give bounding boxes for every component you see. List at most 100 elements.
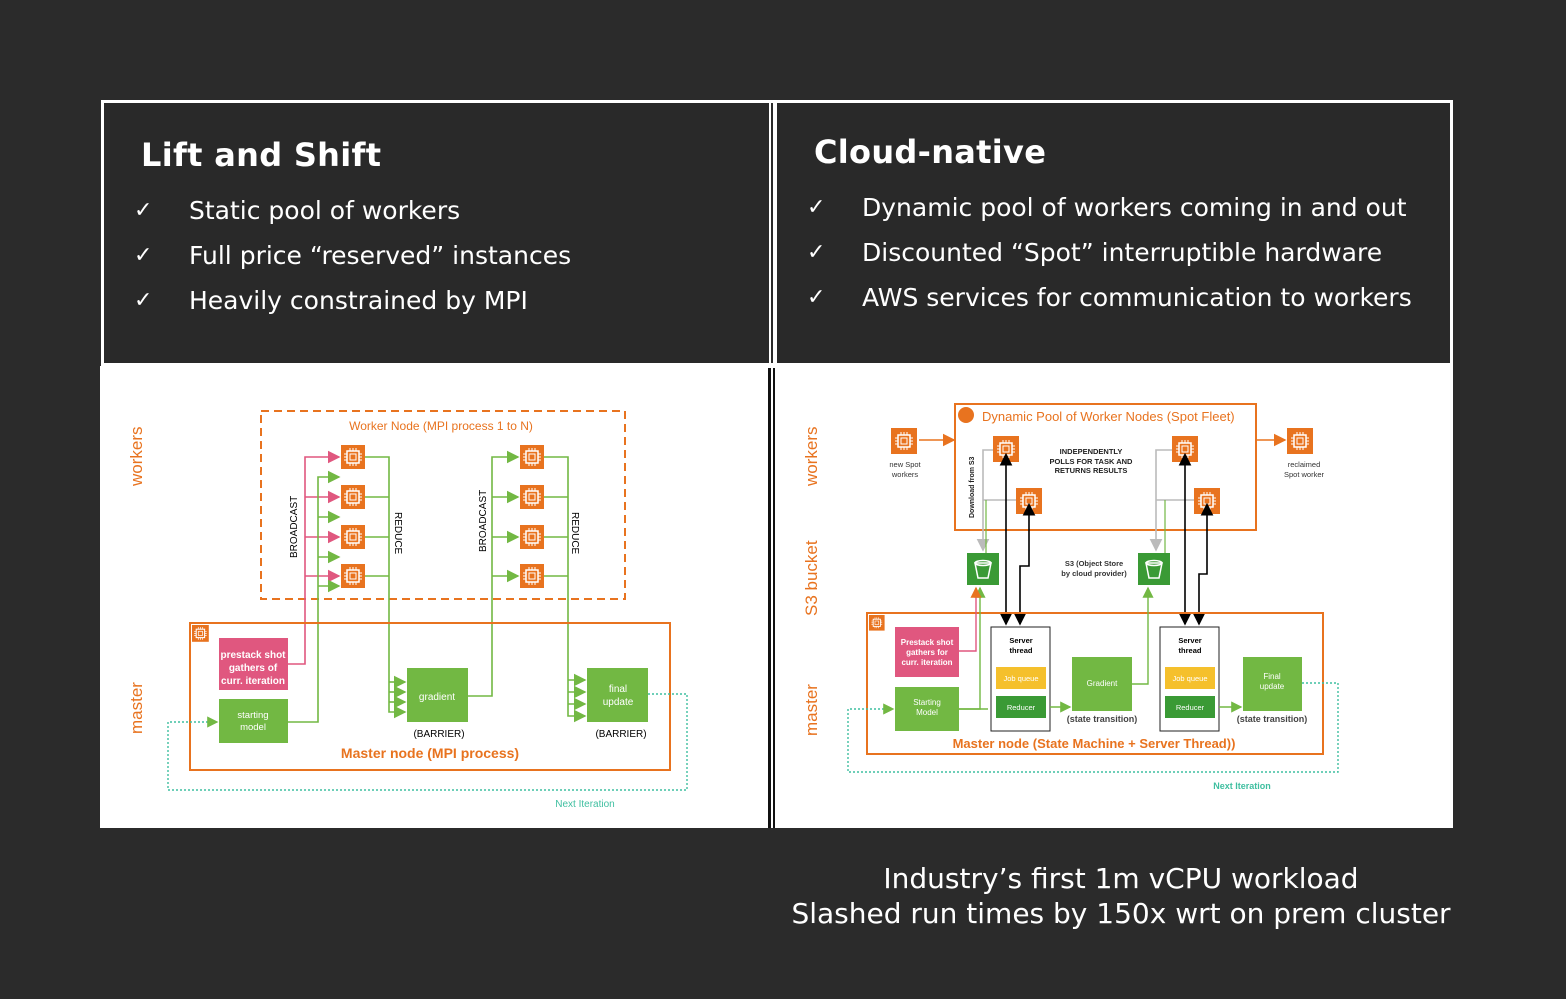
master-node-title: Master node (MPI process) [341,745,519,761]
master-axis-label: master [127,682,146,734]
starting-model-line: starting [237,710,268,721]
final-update-line: Final [1263,672,1281,681]
reclaimed-chip-icon [1286,427,1314,455]
prestack-line: prestack shot [220,650,286,661]
server-thread-line: Server [1178,636,1201,645]
worker-node-box [260,410,626,600]
prestack-line: curr. iteration [901,658,952,667]
master-chip-icon [868,614,886,632]
final-update-line: update [1260,682,1285,691]
polls-line: POLLS FOR TASK AND [1050,457,1133,466]
worker-chip-icon [340,524,366,550]
gradient-label: Gradient [1087,679,1118,688]
check-icon: ✓ [807,240,826,265]
spot-fleet-box [954,403,1257,531]
lift-and-shift-title: Lift and Shift [141,136,382,174]
new-spot-line: workers [891,470,919,479]
broadcast-label-1: BROADCAST [289,496,300,558]
check-icon: ✓ [134,198,153,223]
polls-line: RETURNS RESULTS [1055,466,1128,475]
new-spot-line: new Spot [889,460,921,469]
worker-chip-icon [1171,435,1199,463]
next-iteration-label: Next Iteration [1213,781,1271,791]
prestack-box [219,638,288,690]
prestack-line: curr. iteration [221,676,285,687]
next-iteration-label: Next Iteration [555,799,614,810]
final-update-box [587,668,648,722]
reduce-label-1: REDUCE [392,512,403,555]
s3-bucket-icon [966,552,1000,586]
prestack-box [895,627,959,677]
cloud-native-title: Cloud-native [814,133,1047,171]
final-update-line: final [609,684,627,695]
starting-model-box [219,699,288,743]
reducer-box [996,696,1046,718]
workers-axis-label: workers [127,426,146,487]
new-spot-chip-icon [890,427,918,455]
s3-axis-label: S3 bucket [802,540,821,616]
master-chip-icon [191,624,210,643]
master-node-box [189,622,671,771]
broadcast-label-2: BROADCAST [478,490,489,552]
server-thread-line: Server [1009,636,1032,645]
worker-chip-icon [519,524,545,550]
starting-model-line: model [240,722,266,733]
worker-chip-icon [340,563,366,589]
spot-fleet-icon [958,407,974,423]
s3-note-line: S3 (Object Store [1065,559,1123,568]
footer-line-1: Industry’s first 1m vCPU workload [883,862,1359,895]
starting-model-line: Model [916,708,938,717]
gradient-label: gradient [419,692,455,703]
worker-chip-icon [1015,487,1043,515]
worker-chip-icon [340,484,366,510]
job-queue-label: Job queue [1172,674,1207,683]
cloud-native-diagram: workers S3 bucket master Dynamic Pool of… [776,366,1453,828]
worker-node-title: Worker Node (MPI process 1 to N) [349,419,533,433]
polls-line: INDEPENDENTLY [1060,447,1123,456]
s3-note-line: by cloud provider) [1061,569,1127,578]
master-axis-label: master [802,684,821,736]
worker-chip-icon [519,563,545,589]
gradient-box [407,668,468,722]
job-queue-box [996,667,1046,689]
prestack-line: Prestack shot [901,638,954,647]
s3-bucket-icon [1137,552,1171,586]
reclaimed-line: Spot worker [1284,470,1325,479]
starting-model-box [895,687,959,731]
prestack-line: gathers for [906,648,948,657]
worker-chip-icon [1193,487,1221,515]
worker-chip-icon [340,444,366,470]
reclaimed-line: reclaimed [1288,460,1321,469]
worker-chip-icon [519,484,545,510]
check-icon: ✓ [134,243,153,268]
master-node-title: Master node (State Machine + Server Thre… [953,736,1236,751]
reducer-box [1165,696,1215,718]
gradient-box [1072,657,1132,711]
job-queue-box [1165,667,1215,689]
reduce-label-2: REDUCE [569,512,580,555]
job-queue-label: Job queue [1003,674,1038,683]
final-update-box [1243,657,1302,711]
diagram-divider [768,366,776,828]
lift-and-shift-diagram: workers master Worker Node (MPI process … [100,366,768,828]
barrier-label-1: (BARRIER) [413,729,464,740]
check-icon: ✓ [134,288,153,313]
state-transition-label-1: (state transition) [1067,714,1138,724]
barrier-label-2: (BARRIER) [595,729,646,740]
reducer-label: Reducer [1176,703,1205,712]
prestack-line: gathers of [229,663,278,674]
check-icon: ✓ [807,195,826,220]
check-icon: ✓ [807,285,826,310]
server-thread-line: thread [1179,646,1202,655]
download-label: Download from S3 [969,456,976,518]
